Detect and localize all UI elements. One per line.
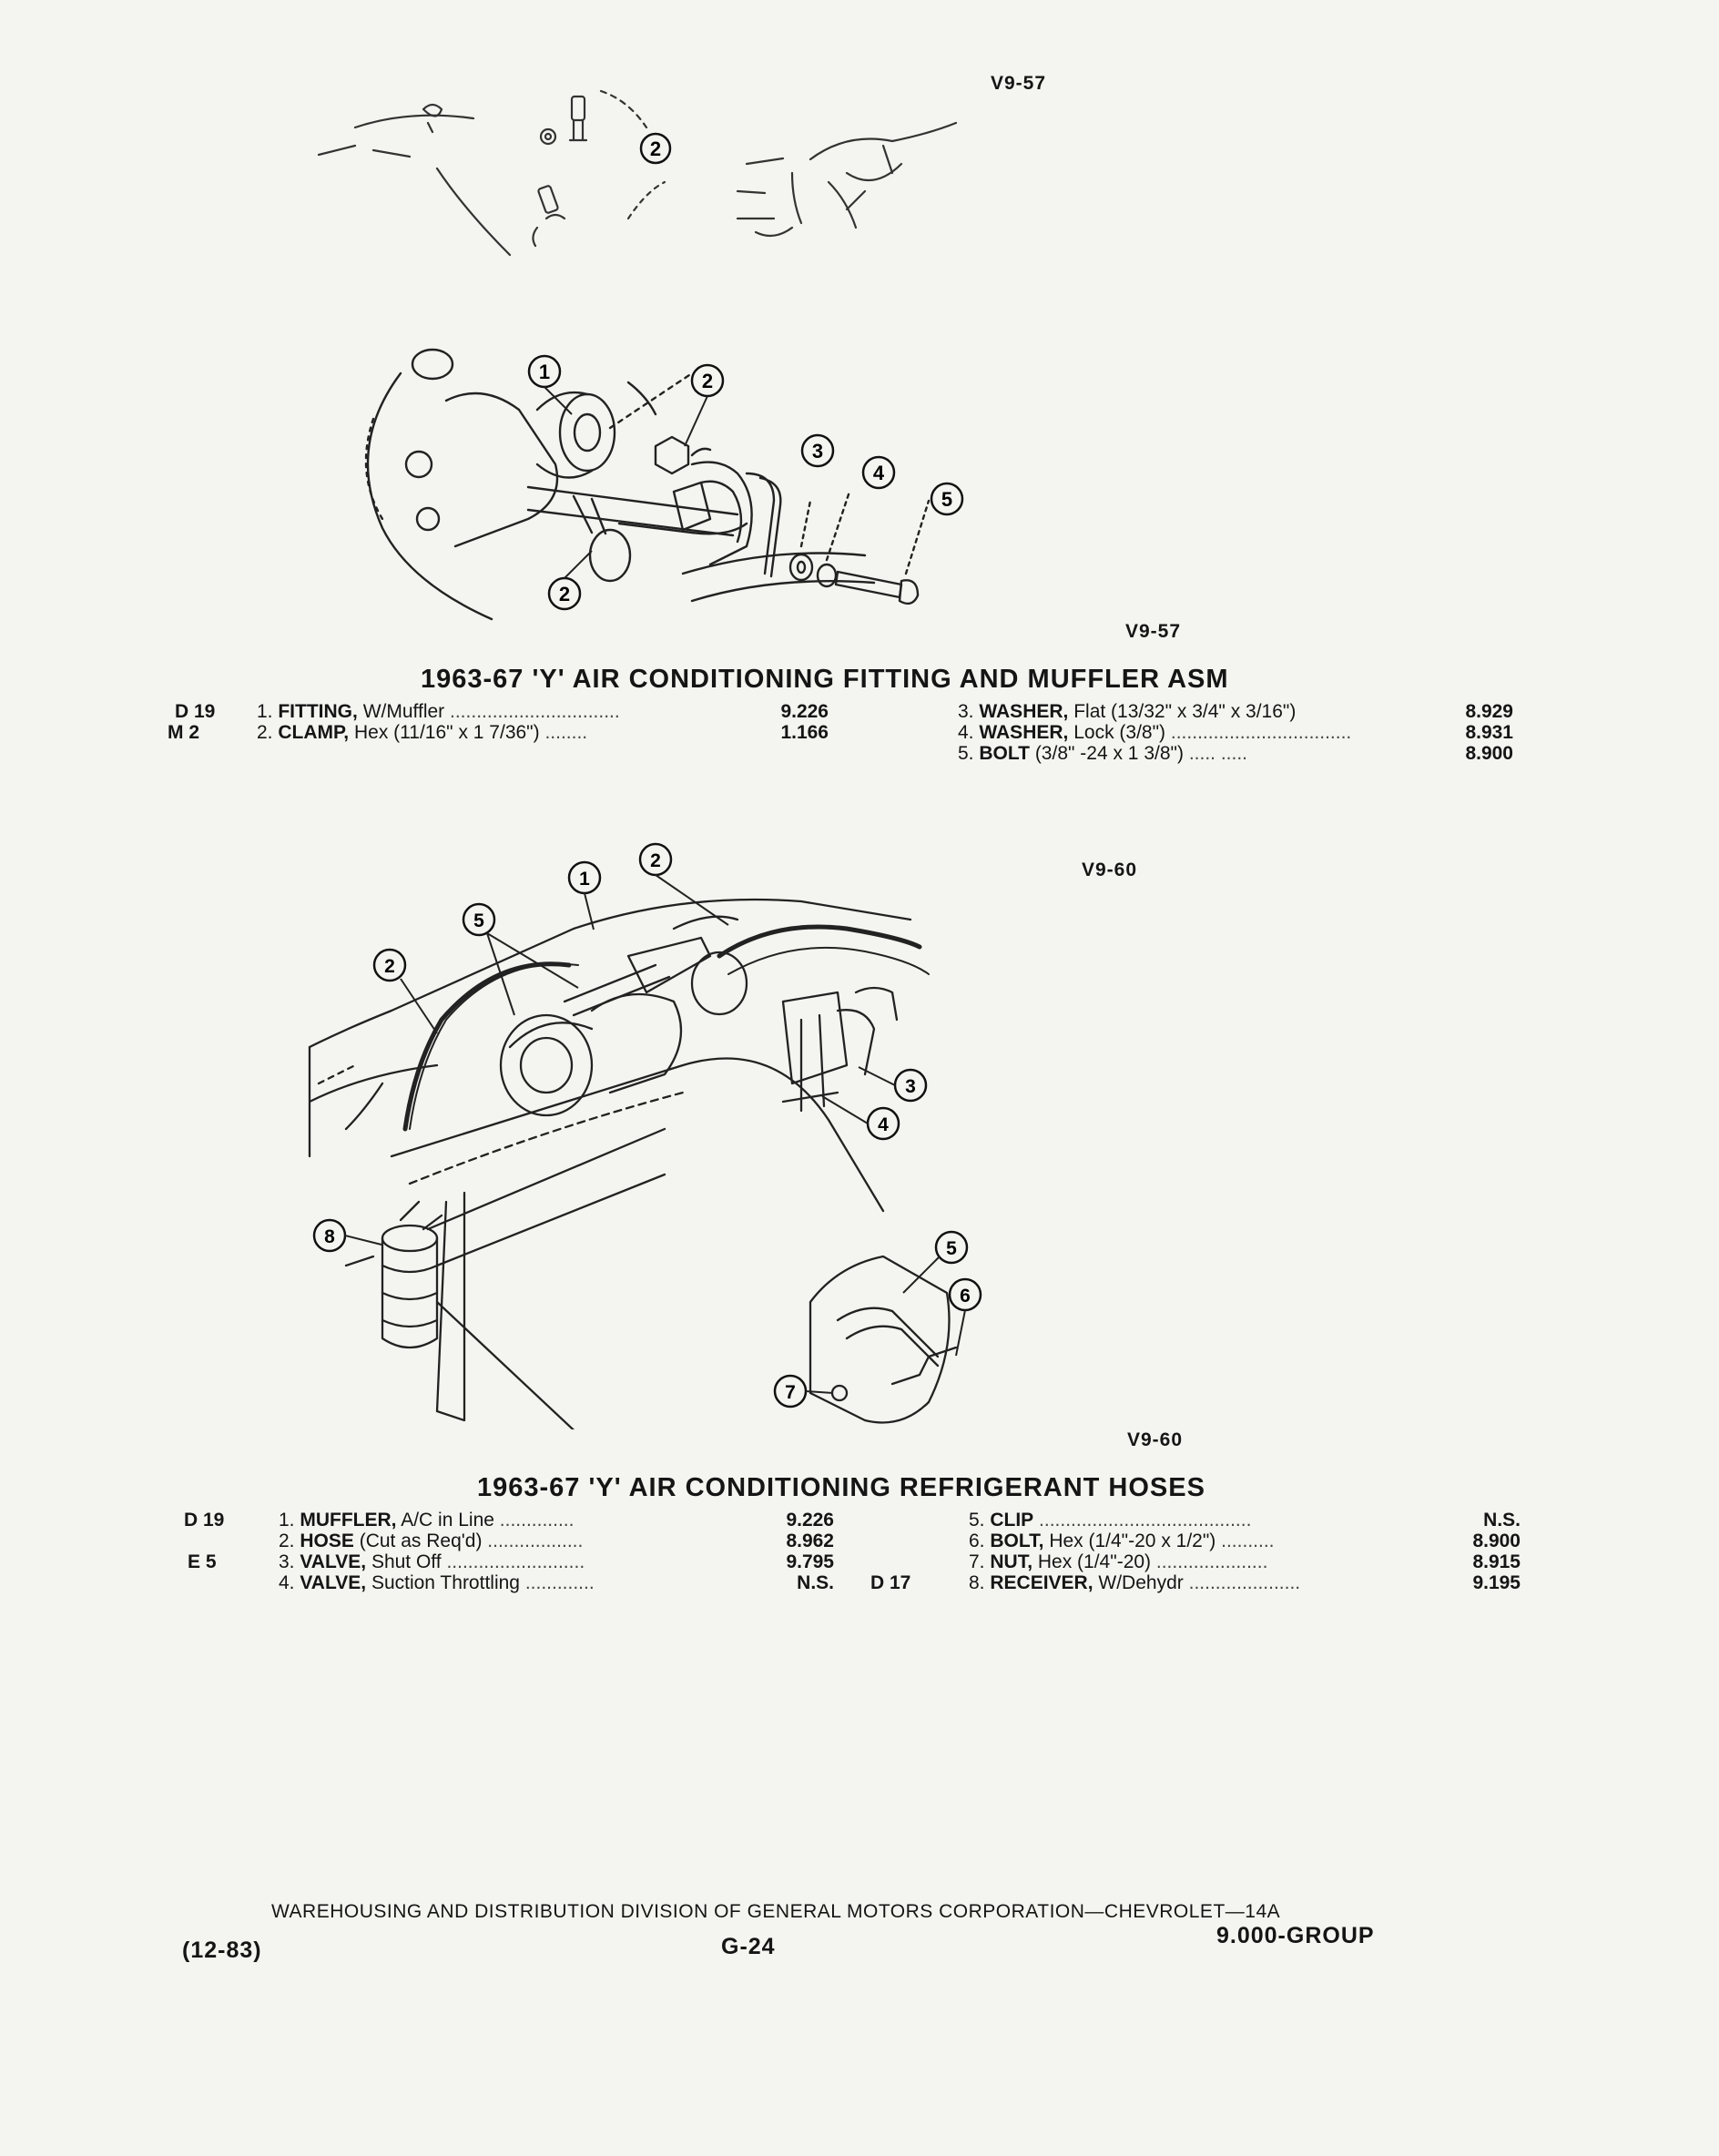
svg-text:6: 6 [960,1286,971,1307]
svg-text:5: 5 [946,1238,957,1259]
callout-5: 5 [930,482,964,516]
figure-ref-label: V9-60 [1082,859,1138,880]
svg-text:1: 1 [579,869,590,890]
figure-title: 1963-67 'Y' AIR CONDITIONING REFRIGERANT… [477,1473,1205,1502]
callout-4: 4 [866,1106,900,1141]
footer-page-number: G-24 [721,1934,776,1959]
callout-1: 1 [527,354,562,389]
svg-text:1: 1 [539,361,550,383]
footer-date: (12-83) [182,1937,262,1963]
svg-text:3: 3 [812,440,823,463]
figure-ref-label: V9-60 [1127,1429,1184,1450]
footer-group: 9.000-GROUP [1216,1923,1375,1948]
svg-text:2: 2 [650,137,661,160]
svg-text:3: 3 [905,1076,916,1097]
callout-detail-5: 5 [934,1230,969,1265]
callout-3: 3 [800,433,835,468]
svg-text:5: 5 [941,488,952,511]
figure-title: 1963-67 'Y' AIR CONDITIONING FITTING AND… [421,665,1229,694]
svg-text:2: 2 [650,850,661,871]
callout-detail-7: 7 [773,1374,808,1409]
svg-text:2: 2 [559,583,570,605]
svg-text:7: 7 [785,1382,796,1403]
callout-2-top: 2 [639,132,672,165]
callout-2-lower: 2 [547,576,582,611]
callout-detail-6: 6 [948,1277,982,1312]
fitting-muffler-illustration: 1 2 2 3 4 5 [364,348,964,621]
svg-text:5: 5 [473,910,484,931]
svg-text:4: 4 [878,1114,889,1135]
callout-8: 8 [312,1218,347,1253]
svg-text:4: 4 [873,462,885,484]
parts-list: D 19 1. MUFFLER, A/C in Line ...........… [184,1510,1521,1593]
callout-3: 3 [893,1068,928,1103]
callout-2: 2 [690,363,725,398]
figure-ref-label: V9-57 [1125,621,1182,642]
callout-4: 4 [861,455,896,490]
callout-1: 1 [567,860,602,895]
svg-text:2: 2 [702,370,713,392]
callout-2-left: 2 [372,948,407,982]
fitting-fragment-illustration: 2 [317,89,958,257]
svg-text:2: 2 [384,956,395,977]
svg-text:8: 8 [324,1226,335,1247]
figure-ref-label: V9-57 [991,73,1047,94]
footer-division: WAREHOUSING AND DISTRIBUTION DIVISION OF… [271,1901,1281,1922]
callout-2-right: 2 [638,842,673,877]
parts-list: D 19 1. FITTING, W/Muffler .............… [168,701,1513,764]
callout-5: 5 [462,902,496,937]
refrigerant-hoses-illustration: 1 2 2 3 4 5 8 5 6 7 [308,842,982,1429]
